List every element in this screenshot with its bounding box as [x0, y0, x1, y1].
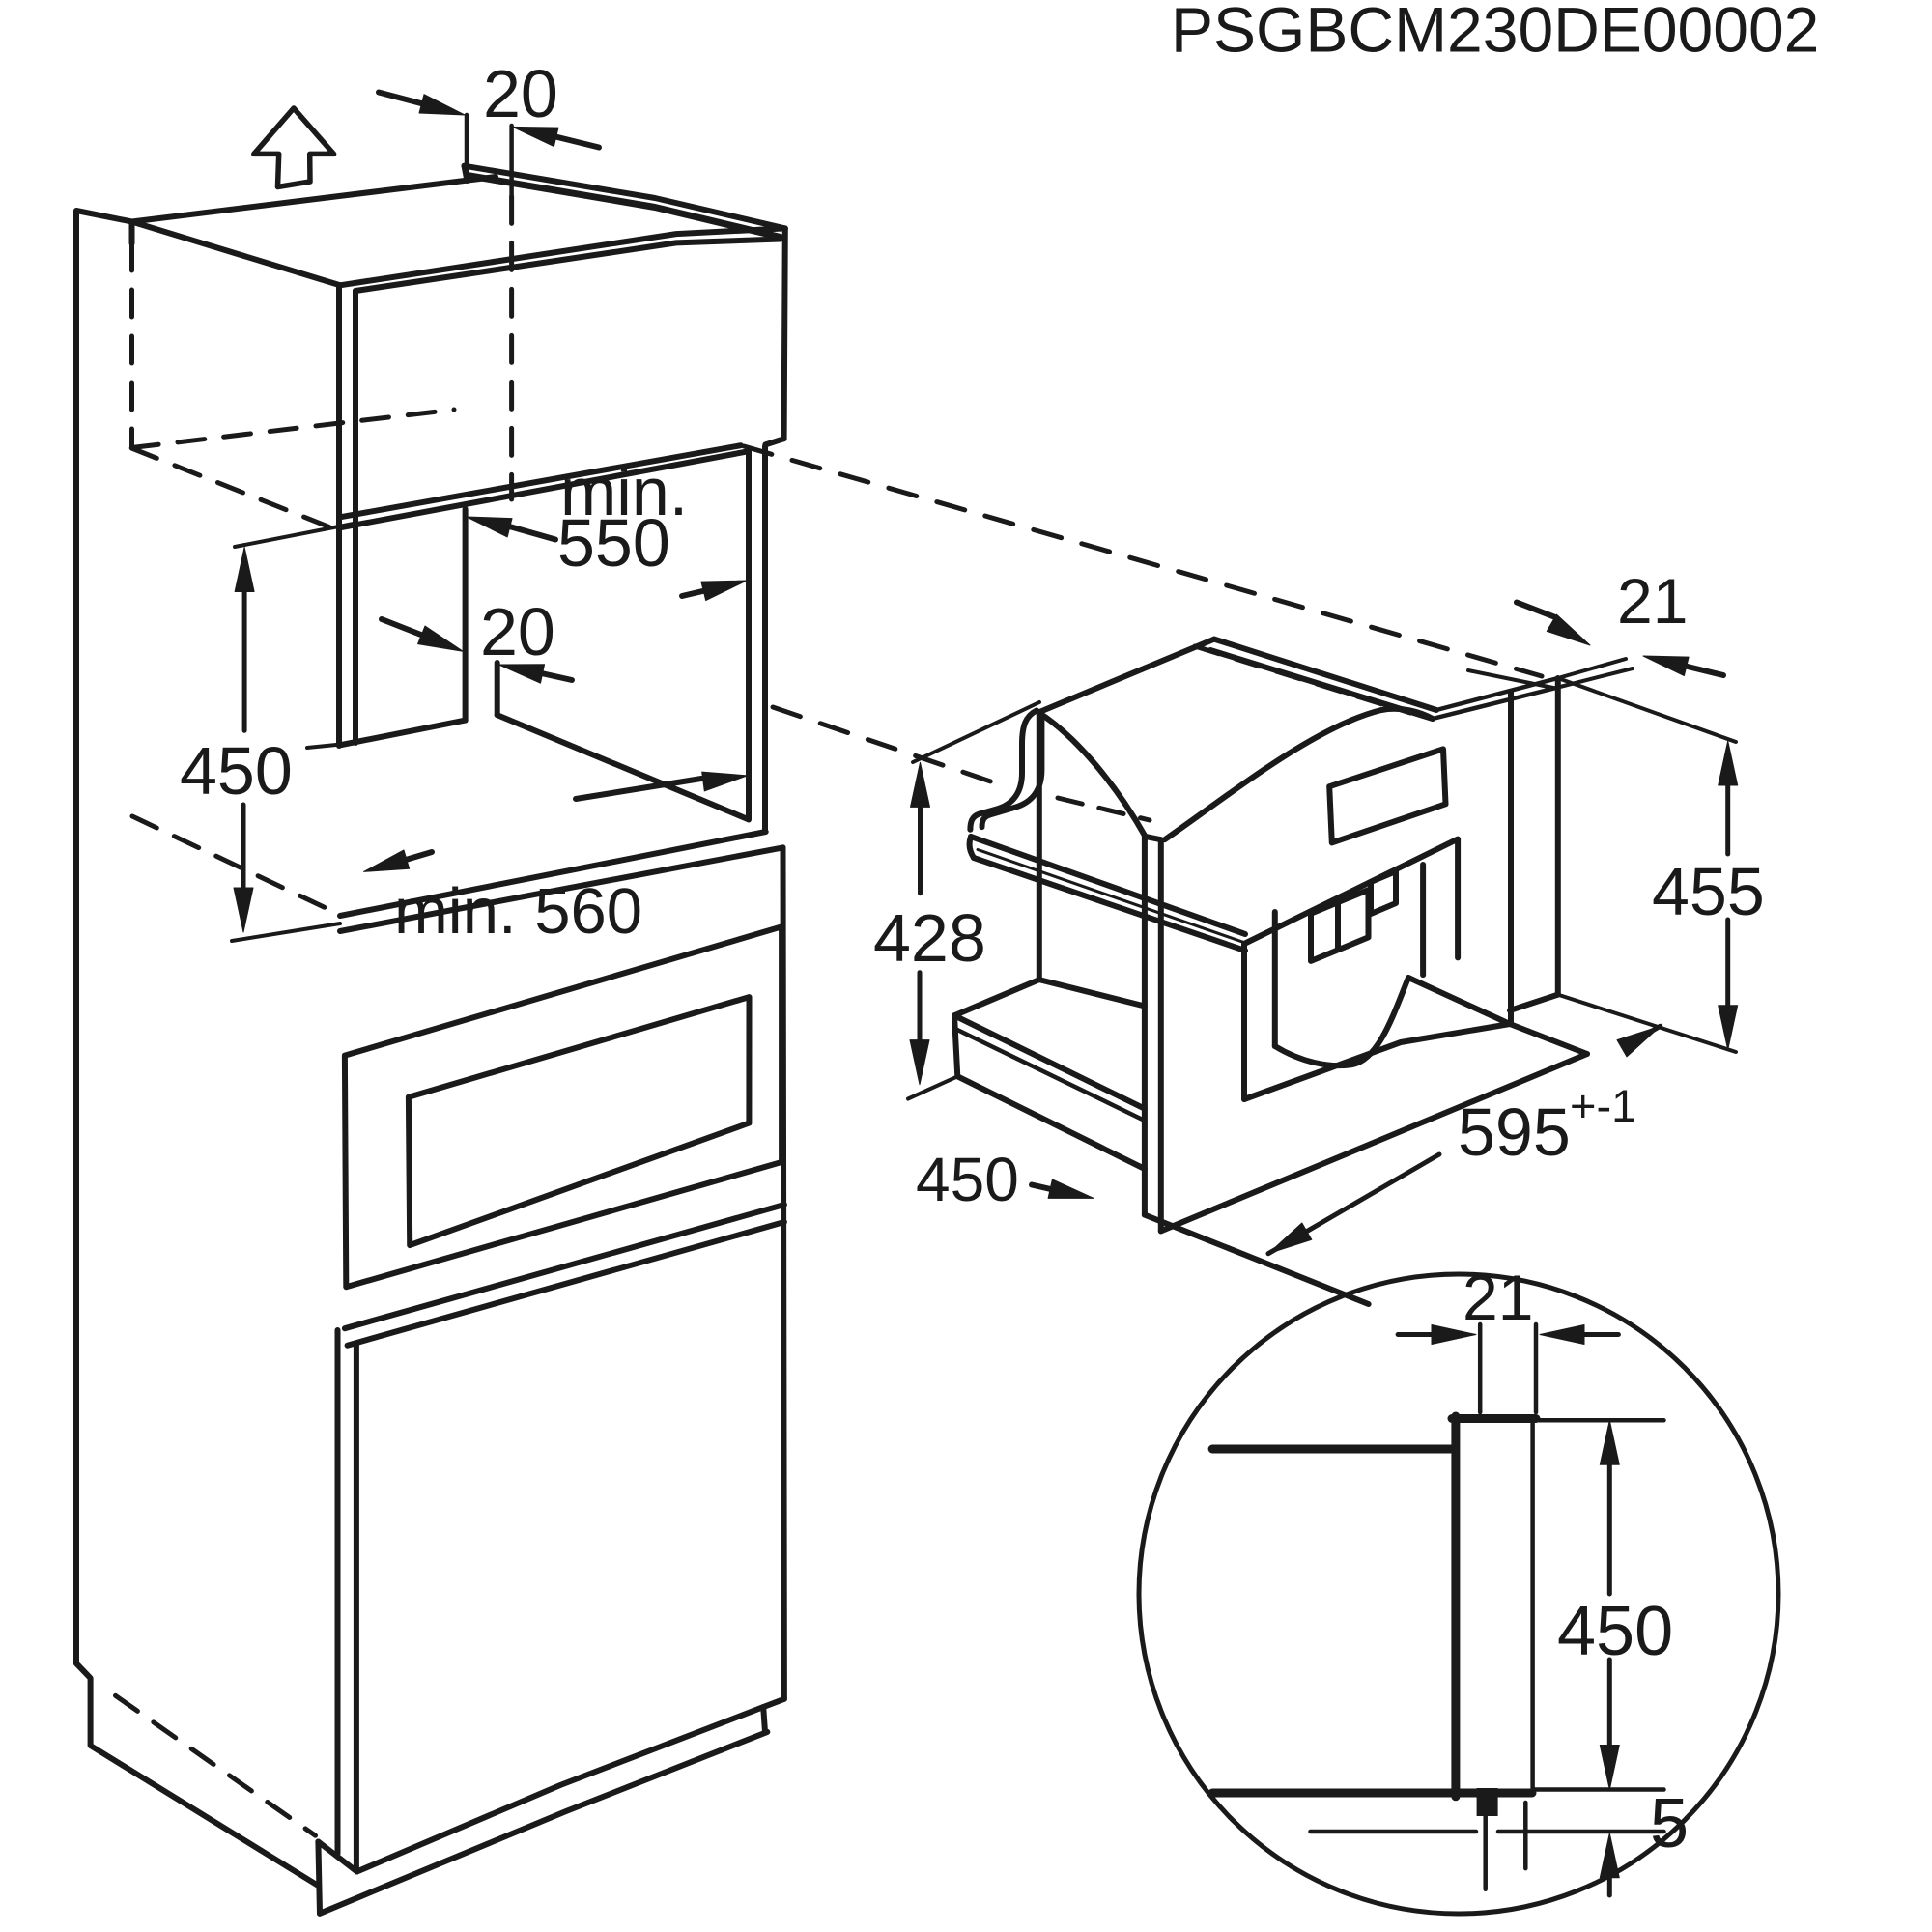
svg-text:450: 450 [916, 1145, 1019, 1214]
svg-text:+-1: +-1 [1570, 1080, 1636, 1131]
svg-text:595: 595 [1458, 1094, 1571, 1170]
svg-text:428: 428 [873, 900, 986, 976]
svg-text:PSGBCM230DE00002: PSGBCM230DE00002 [1171, 0, 1819, 66]
svg-text:min.: min. [560, 454, 688, 529]
svg-text:450: 450 [180, 733, 293, 809]
svg-text:450: 450 [1557, 1593, 1673, 1670]
svg-text:5: 5 [1650, 1785, 1689, 1862]
svg-text:21: 21 [1617, 565, 1688, 637]
svg-text:21: 21 [1463, 1262, 1533, 1333]
svg-text:20: 20 [483, 56, 558, 131]
svg-text:455: 455 [1652, 854, 1765, 929]
svg-text:min. 560: min. 560 [394, 875, 642, 948]
svg-text:550: 550 [557, 505, 670, 581]
svg-text:20: 20 [480, 594, 555, 669]
